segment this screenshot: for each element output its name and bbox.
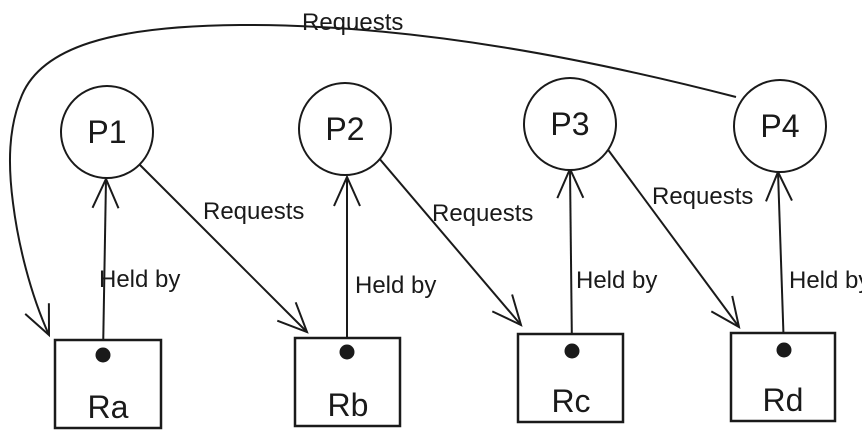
process-circle-p4 <box>733 79 827 173</box>
edge-held-by-ra-p1 <box>91 176 120 356</box>
resource-label-ra: Ra <box>88 389 129 425</box>
process-circle-p2 <box>298 82 392 176</box>
edge-label-requests-p4-ra: Requests <box>302 9 403 36</box>
resource-label-rb: Rb <box>328 387 369 423</box>
edge-label-held-by-rb: Held by <box>355 272 436 299</box>
edge-requests-p4-ra <box>8 23 737 338</box>
resource-dot-rc <box>564 343 580 359</box>
edge-held-by-rd-p4 <box>765 169 793 351</box>
process-circle-p1 <box>60 85 154 179</box>
edge-label-requests-p3-rd: Requests <box>652 183 753 210</box>
process-node-p4: P4 <box>733 79 827 173</box>
process-label-p3: P3 <box>550 106 589 142</box>
resource-label-rd: Rd <box>763 382 804 418</box>
process-label-p1: P1 <box>87 114 126 150</box>
resource-dot-rb <box>339 344 355 360</box>
edge-label-held-by-ra: Held by <box>99 266 180 293</box>
process-label-p2: P2 <box>325 111 364 147</box>
process-circle-p3 <box>523 77 617 171</box>
edge-label-requests-p2-rc: Requests <box>432 200 533 227</box>
edge-held-by-rc-p3 <box>556 166 585 352</box>
edge-label-held-by-rc: Held by <box>576 267 657 294</box>
resource-node-ra: Ra <box>53 338 163 430</box>
resource-dot-rd <box>776 342 792 358</box>
edge-label-requests-p1-rb: Requests <box>203 198 304 225</box>
resource-node-rb: Rb <box>293 336 402 428</box>
edge-requests-p2-rc <box>377 156 523 327</box>
edge-label-held-by-rd: Held by <box>789 267 862 294</box>
process-node-p1: P1 <box>60 85 154 179</box>
process-node-p3: P3 <box>523 77 617 171</box>
resource-dot-ra <box>95 347 111 363</box>
process-node-p2: P2 <box>298 82 392 176</box>
resource-node-rc: Rc <box>516 332 625 424</box>
edge-requests-p1-rb <box>138 163 309 334</box>
process-label-p4: P4 <box>760 108 799 144</box>
resource-node-rd: Rd <box>729 331 837 423</box>
resource-label-rc: Rc <box>551 383 590 419</box>
edge-requests-p3-rd <box>605 146 741 329</box>
